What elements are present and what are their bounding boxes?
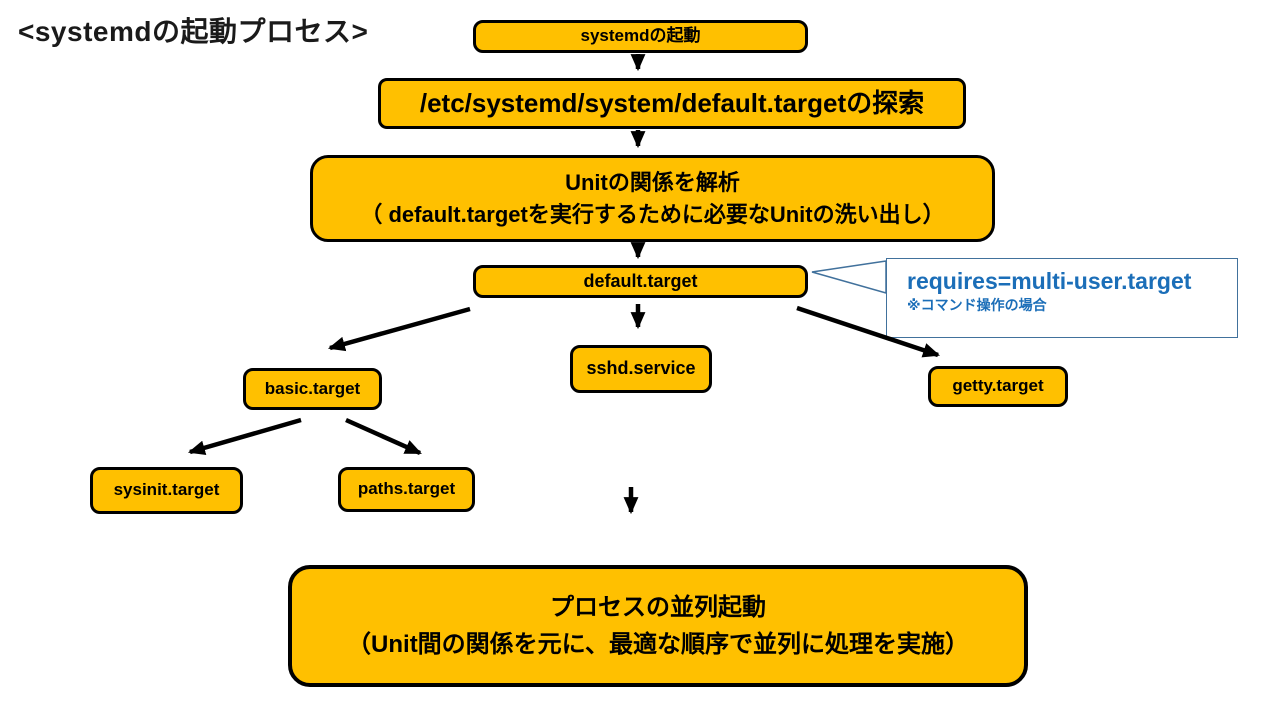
node-basic-target: basic.target: [243, 368, 382, 410]
node-parallel-start-line2: （Unit間の関係を元に、最適な順序で並列に処理を実施）: [347, 631, 969, 658]
node-default-target: default.target: [473, 265, 808, 298]
arrow-default-to-basic: [327, 306, 471, 352]
node-unit-analysis-line2: （ default.targetを実行するために必要なUnitの洗い出し）: [360, 201, 945, 227]
page-title: <systemdの起動プロセス>: [18, 16, 369, 47]
node-sshd-service: sshd.service: [570, 345, 712, 393]
requires-callout-note: ※コマンド操作の場合: [907, 297, 1047, 314]
node-unit-analysis-line1: Unitの関係を解析: [565, 169, 740, 195]
callout-tail: [811, 260, 887, 294]
node-paths-target: paths.target: [338, 467, 475, 512]
node-getty-target: getty.target: [928, 366, 1068, 407]
node-unit-analysis: Unitの関係を解析 （ default.targetを実行するために必要なUn…: [310, 155, 995, 242]
node-parallel-start: プロセスの並列起動 （Unit間の関係を元に、最適な順序で並列に処理を実施）: [288, 565, 1028, 687]
node-sysinit-target: sysinit.target: [90, 467, 243, 514]
requires-callout: requires=multi-user.target ※コマンド操作の場合: [886, 258, 1238, 338]
node-systemd-start: systemdの起動: [473, 20, 808, 53]
requires-callout-text: requires=multi-user.target: [907, 268, 1192, 294]
arrow-basic-to-paths: [345, 417, 422, 456]
node-default-target-search: /etc/systemd/system/default.targetの探索: [378, 78, 966, 129]
arrow-basic-to-sysinit: [187, 417, 302, 456]
node-parallel-start-line1: プロセスの並列起動: [550, 593, 766, 621]
